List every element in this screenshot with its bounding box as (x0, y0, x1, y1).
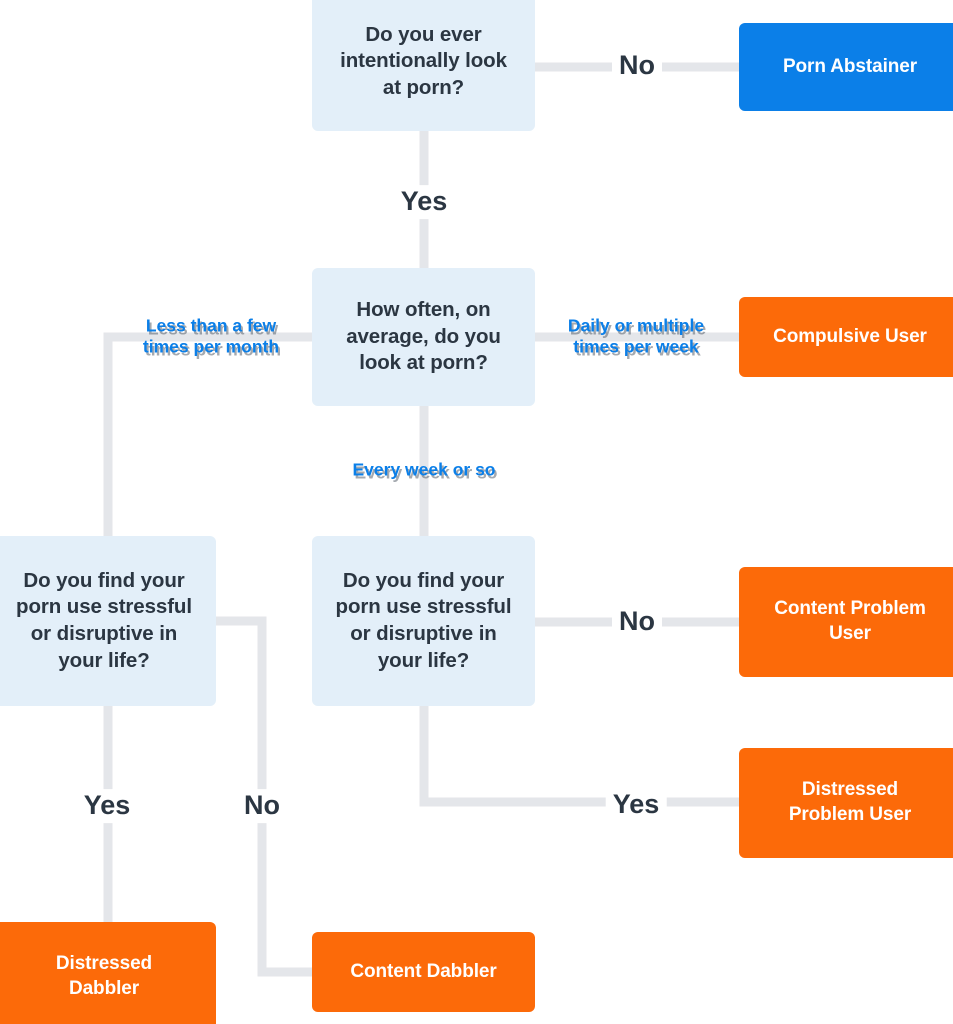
edge-stressmid-yes (419, 706, 739, 807)
node-outcome-porn-abstainer[interactable]: Porn Abstainer (739, 23, 953, 111)
edge-label-no-content-dabbler: No (237, 789, 287, 823)
node-outcome-compulsive-user[interactable]: Compulsive User (739, 297, 953, 377)
node-outcome-content-problem-user[interactable]: Content Problem User (739, 567, 953, 677)
node-label: How often, on average, do you look at po… (346, 298, 501, 375)
node-label: Compulsive User (773, 325, 927, 347)
node-outcome-content-dabbler[interactable]: Content Dabbler (312, 932, 535, 1012)
edge-label-no-abstainer: No (612, 49, 662, 83)
edge-label-no-content-problem: No (612, 605, 662, 639)
node-question-stress-left[interactable]: Do you find your porn use stressful or d… (0, 536, 216, 706)
edge-label-daily-or-multiple-times-per-week: Daily or multiple times per week (567, 315, 705, 356)
node-label: Distressed Problem User (788, 779, 912, 825)
node-label: Do you find your porn use stressful or d… (335, 568, 512, 672)
node-question-how-often[interactable]: How often, on average, do you look at po… (312, 268, 535, 406)
node-label: Do you find your porn use stressful or d… (16, 568, 192, 672)
node-label: Content Dabbler (350, 960, 497, 982)
node-outcome-distressed-dabbler[interactable]: Distressed Dabbler (0, 922, 216, 1024)
node-question-intentional[interactable]: Do you ever intentionally look at porn? (312, 0, 535, 131)
edge-label-yes-how-often: Yes (393, 185, 455, 219)
edge-howoften-lessthan (103, 332, 312, 536)
edge-label-every-week-or-so: Every week or so (352, 459, 496, 480)
node-label: Do you ever intentionally look at porn? (340, 22, 507, 99)
node-label: Porn Abstainer (782, 55, 918, 77)
edge-label-yes-distressed-problem: Yes (605, 788, 667, 822)
edge-label-less-than-a-few-times-per-month: Less than a few times per month (142, 315, 280, 356)
node-label: Distressed Dabbler (55, 953, 153, 999)
edge-label-yes-distressed-dabbler: Yes (76, 789, 138, 823)
node-outcome-distressed-problem-user[interactable]: Distressed Problem User (739, 748, 953, 858)
node-label: Content Problem User (774, 598, 926, 644)
node-question-stress-middle[interactable]: Do you find your porn use stressful or d… (312, 536, 535, 706)
